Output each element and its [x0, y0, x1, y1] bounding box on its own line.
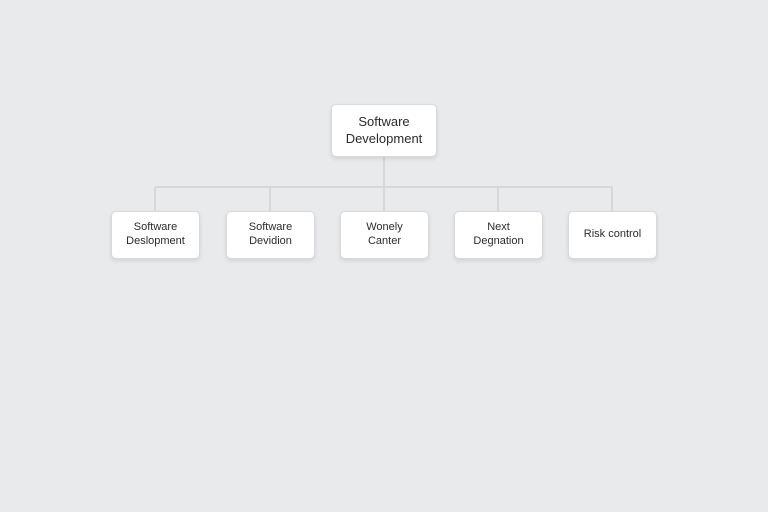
child-node-1[interactable]: Software Deslopment — [111, 211, 200, 259]
child-node-label: Software Deslopment — [126, 221, 185, 247]
child-node-2[interactable]: Software Devidion — [226, 211, 315, 259]
child-node-label: Next Degnation — [473, 221, 524, 247]
child-node-label: Risk control — [583, 228, 642, 241]
child-node-4[interactable]: Next Degnation — [454, 211, 543, 259]
child-node-3[interactable]: Wonely Canter — [340, 211, 429, 259]
root-node-label: Software Development — [345, 114, 423, 146]
child-node-label: Software Devidion — [248, 221, 293, 247]
root-node[interactable]: Software Development — [331, 104, 437, 157]
child-node-5[interactable]: Risk control — [568, 211, 657, 259]
child-node-label: Wonely Canter — [366, 221, 403, 247]
